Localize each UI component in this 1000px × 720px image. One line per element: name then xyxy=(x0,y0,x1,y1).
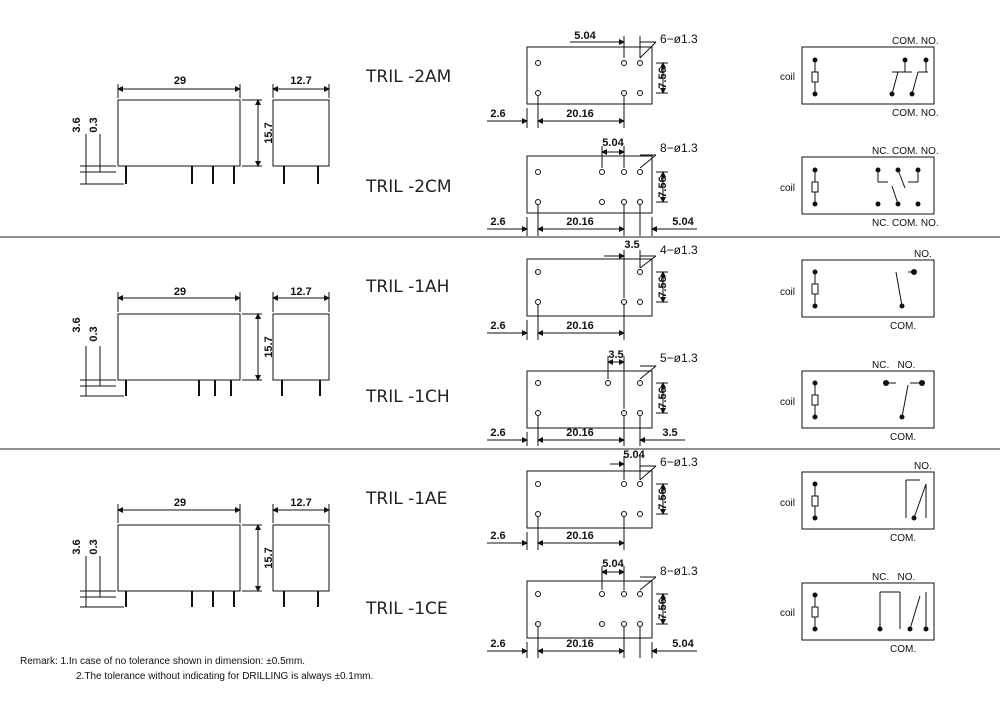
model-label: TRIL -1AE xyxy=(365,489,447,509)
hole-spec: 8−ø1.3 xyxy=(660,564,698,578)
contact-schematic xyxy=(801,46,935,105)
body-front-view xyxy=(80,292,262,397)
model-label: TRIL -2AM xyxy=(365,67,451,87)
coil-label: coil xyxy=(780,608,795,619)
dim-row-spacing: 7.56 xyxy=(657,176,669,197)
coil-label: coil xyxy=(780,287,795,298)
dim-span: 20.16 xyxy=(566,108,594,120)
dim-offset: 2.6 xyxy=(490,216,505,228)
terminal-label-top: NC. NO. xyxy=(872,360,915,371)
dim-pitch: 5.04 xyxy=(602,137,624,149)
terminal-label-bottom: COM. NO. xyxy=(892,108,939,119)
dim-offset: 2.6 xyxy=(490,108,505,120)
coil-label: coil xyxy=(780,397,795,408)
hole-spec: 4−ø1.3 xyxy=(660,243,698,257)
dim-row-spacing: 7.56 xyxy=(657,598,669,619)
pcb-layout xyxy=(487,356,685,446)
terminal-label-top: NC. COM. NO. xyxy=(872,146,939,157)
coil-label: coil xyxy=(780,72,795,83)
dim-span: 20.16 xyxy=(566,216,594,228)
contact-schematic xyxy=(801,156,935,215)
contact-schematic xyxy=(801,259,935,318)
pcb-layout xyxy=(487,250,668,340)
dim-standoff: 0.3 xyxy=(88,326,100,341)
dim-pitch: 5.04 xyxy=(623,449,645,461)
model-label: TRIL -1AH xyxy=(365,277,449,297)
remark-line: Remark: 1.In case of no tolerance shown … xyxy=(20,656,306,667)
dim-standoff: 0.3 xyxy=(88,539,100,554)
model-label: TRIL -1CH xyxy=(365,387,450,407)
terminal-label-top: COM. NO. xyxy=(892,36,939,47)
terminal-label-bottom: NC. COM. NO. xyxy=(872,218,939,229)
hole-spec: 6−ø1.3 xyxy=(660,455,698,469)
coil-label: coil xyxy=(780,183,795,194)
dim-length: 29 xyxy=(174,75,186,87)
dim-row-spacing: 7.56 xyxy=(657,488,669,509)
pcb-layout xyxy=(487,456,668,550)
dim-row-spacing: 7.56 xyxy=(657,276,669,297)
dim-length: 29 xyxy=(174,286,186,298)
dim-pitch: 5.04 xyxy=(602,558,624,570)
terminal-label-top: NO. xyxy=(914,461,932,472)
model-label: TRIL -2CM xyxy=(365,177,452,197)
dim-right-offset: 5.04 xyxy=(672,638,694,650)
dim-width: 12.7 xyxy=(290,497,311,509)
remarks: Remark: 1.In case of no tolerance shown … xyxy=(20,654,373,684)
contact-schematic xyxy=(801,370,935,429)
dim-width: 12.7 xyxy=(290,286,311,298)
dim-offset: 2.6 xyxy=(490,427,505,439)
coil-label: coil xyxy=(780,498,795,509)
dim-span: 20.16 xyxy=(566,427,594,439)
terminal-label-bottom: COM. xyxy=(890,321,916,332)
dim-row-spacing: 7.56 xyxy=(657,387,669,408)
terminal-label-bottom: COM. xyxy=(890,644,916,655)
dim-pitch: 3.5 xyxy=(608,349,623,361)
dim-span: 20.16 xyxy=(566,530,594,542)
dim-row-spacing: 7.56 xyxy=(657,67,669,88)
dim-span: 20.16 xyxy=(566,320,594,332)
dim-pitch: 3.5 xyxy=(624,239,639,251)
dim-pin-length: 3.6 xyxy=(71,117,83,132)
dim-pin-length: 3.6 xyxy=(71,317,83,332)
dim-offset: 2.6 xyxy=(490,638,505,650)
dim-standoff: 0.3 xyxy=(88,117,100,132)
terminal-label-top: NC. NO. xyxy=(872,572,915,583)
body-side-view xyxy=(272,84,330,184)
dim-span: 20.16 xyxy=(566,638,594,650)
dim-height: 15.7 xyxy=(263,122,275,143)
body-front-view xyxy=(80,84,262,185)
terminal-label-bottom: COM. xyxy=(890,432,916,443)
dim-height: 15.7 xyxy=(263,336,275,357)
dim-pitch: 5.04 xyxy=(574,30,596,42)
hole-spec: 8−ø1.3 xyxy=(660,141,698,155)
dim-offset: 2.6 xyxy=(490,320,505,332)
dim-height: 15.7 xyxy=(263,547,275,568)
remark-line: 2.The tolerance without indicating for D… xyxy=(76,671,374,682)
hole-spec: 6−ø1.3 xyxy=(660,32,698,46)
dim-right-offset: 5.04 xyxy=(672,216,694,228)
pcb-layout xyxy=(487,36,668,128)
body-side-view xyxy=(272,292,330,396)
dim-width: 12.7 xyxy=(290,75,311,87)
hole-spec: 5−ø1.3 xyxy=(660,351,698,365)
contact-schematic xyxy=(801,582,935,641)
pcb-layout xyxy=(487,566,697,658)
contact-schematic xyxy=(801,471,935,530)
terminal-label-top: NO. xyxy=(914,249,932,260)
dim-length: 29 xyxy=(174,497,186,509)
model-label: TRIL -1CE xyxy=(365,599,448,619)
body-side-view xyxy=(272,504,330,607)
dim-right-offset: 3.5 xyxy=(662,427,677,439)
terminal-label-bottom: COM. xyxy=(890,533,916,544)
dim-pin-length: 3.6 xyxy=(71,539,83,554)
pcb-layout xyxy=(487,146,697,236)
dim-offset: 2.6 xyxy=(490,530,505,542)
body-front-view xyxy=(80,504,262,608)
